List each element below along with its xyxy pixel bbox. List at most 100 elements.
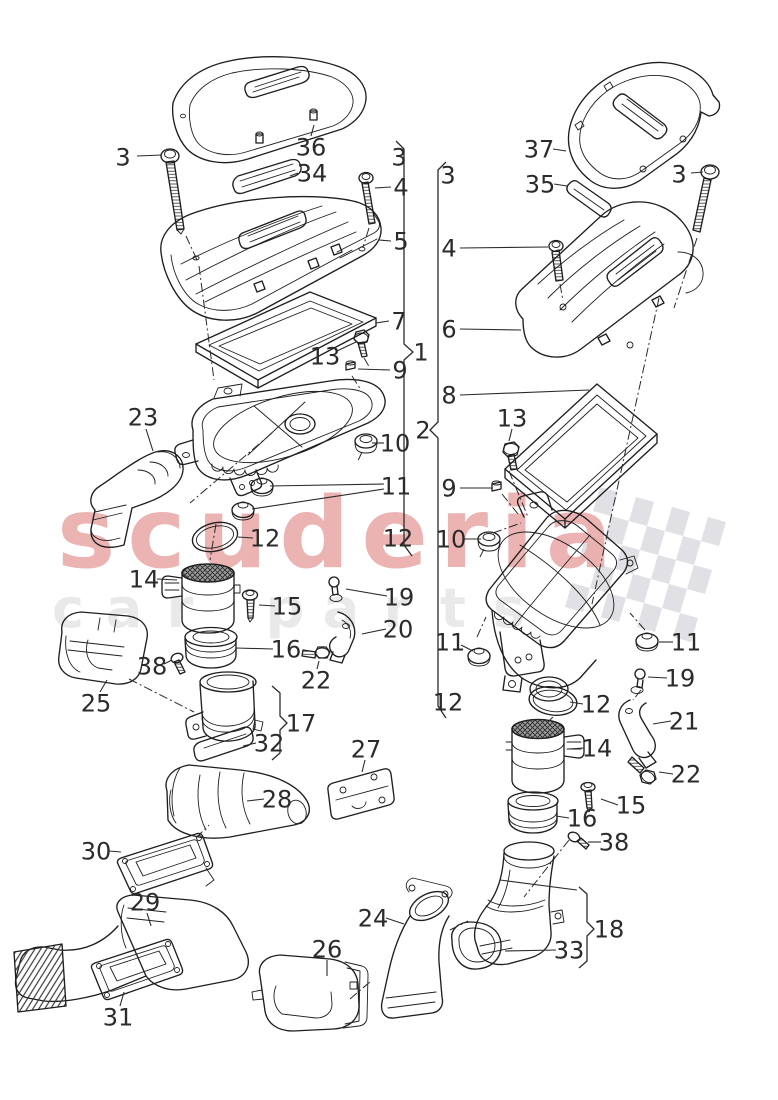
part-buffer-11-right-a [467, 647, 491, 667]
part-bracket-plate-27 [327, 768, 395, 820]
flag-cell [687, 565, 712, 594]
part-hose-ring-16-left [184, 626, 238, 669]
part-bolt-13-left [353, 329, 370, 358]
callout-6-32: 6 [441, 316, 456, 344]
part-air-duct-26 [251, 954, 369, 1032]
callout-36-1: 36 [296, 134, 327, 162]
group-label-1: 1 [413, 339, 428, 367]
part-lower-housing-left [174, 378, 386, 497]
part-screw-15-right [580, 781, 596, 813]
part-oring-12-right [528, 686, 578, 716]
part-air-duct-29 [13, 894, 249, 1013]
leader-22 [658, 771, 674, 775]
leader-20 [361, 628, 387, 635]
leader-27 [361, 759, 366, 773]
callout-11-37: 11 [435, 629, 466, 657]
part-engine-cover-37 [567, 61, 721, 189]
callout-11-42: 11 [671, 629, 702, 657]
leader-32 [242, 742, 257, 747]
callout-16-49: 16 [567, 805, 598, 833]
leader-4 [459, 246, 549, 249]
part-engine-cover-36 [171, 56, 367, 164]
leader-16 [555, 815, 570, 819]
leader-15 [258, 604, 276, 607]
leader-14 [156, 578, 178, 581]
callout-3-41: 3 [671, 161, 686, 189]
part-lower-housing-right [485, 491, 639, 702]
leader-5 [378, 239, 392, 242]
watermark-letter: p [266, 577, 305, 640]
callout-22-9: 22 [301, 667, 332, 695]
diagram-parts [13, 56, 721, 1032]
callout-14-5: 14 [129, 566, 160, 594]
leader-31 [119, 991, 125, 1007]
leader-3 [136, 154, 163, 157]
callout-26-17: 26 [312, 936, 343, 964]
leader-3 [690, 171, 704, 174]
part-bolt-22-right [627, 756, 657, 785]
flag-cell [701, 517, 726, 546]
watermark-letter: t [440, 577, 466, 640]
leader-37 [552, 148, 567, 152]
leader-38 [163, 659, 173, 665]
callout-9-26: 9 [392, 357, 407, 385]
callout-35-40: 35 [525, 171, 556, 199]
callout-12-29: 12 [383, 525, 414, 553]
watermark-letter: c [52, 577, 84, 640]
part-ball-stud-19-left [328, 576, 343, 602]
leader-29 [146, 912, 152, 927]
part-clip-nut-9-right [491, 480, 502, 492]
group-bracket-1 [395, 140, 414, 557]
part-frame-30 [116, 832, 215, 895]
callout-38-8: 38 [137, 653, 168, 681]
callout-12-4: 12 [250, 525, 281, 553]
flag-cell [665, 507, 690, 536]
part-seal-strip-34 [232, 158, 302, 195]
part-bracket-20-left [328, 611, 356, 664]
callout-4-22: 4 [393, 174, 408, 202]
part-screw-38-right [567, 831, 590, 850]
callout-9-35: 9 [441, 475, 456, 503]
flag-cell [593, 487, 618, 516]
callout-11-28: 11 [381, 473, 412, 501]
part-filter-element-8 [504, 383, 658, 529]
callout-29-15: 29 [130, 889, 161, 917]
leader-9 [357, 368, 391, 371]
part-air-duct-24 [380, 877, 453, 1019]
callout-28-13: 28 [262, 786, 293, 814]
leader-15 [600, 798, 619, 806]
callout-34-2: 34 [297, 160, 328, 188]
callout-15-6: 15 [272, 593, 303, 621]
leader-14 [567, 747, 585, 750]
leader-28 [246, 798, 265, 802]
watermark-letter: r [384, 577, 411, 640]
leader-18 [499, 879, 578, 891]
callout-8-33: 8 [441, 382, 456, 410]
watermark-letter: a [323, 577, 359, 640]
part-seal-strip-35 [566, 180, 612, 218]
flag-cell [676, 536, 701, 565]
part-grommet-10-left [354, 433, 378, 454]
callout-19-19: 19 [384, 584, 415, 612]
part-clip-nut-9-left [345, 360, 356, 371]
callout-33-51: 33 [554, 937, 585, 965]
leader-8 [459, 389, 590, 396]
part-air-duct-28 [165, 764, 310, 839]
leader-11 [269, 483, 385, 487]
part-maf-sensor-14-right [505, 718, 585, 794]
callout-21-44: 21 [669, 708, 700, 736]
part-intake-elbow-25 [57, 611, 149, 685]
leader-16 [235, 647, 274, 650]
leader-13 [508, 428, 513, 442]
part-buffer-11-left-b [231, 501, 255, 521]
leader-6 [459, 328, 522, 331]
callout-13-34: 13 [497, 405, 528, 433]
brace-label-18: 18 [594, 916, 625, 944]
flag-cell [629, 497, 654, 526]
callout-12-46: 12 [581, 691, 612, 719]
callout-4-31: 4 [441, 235, 456, 263]
leader-4 [374, 186, 392, 189]
